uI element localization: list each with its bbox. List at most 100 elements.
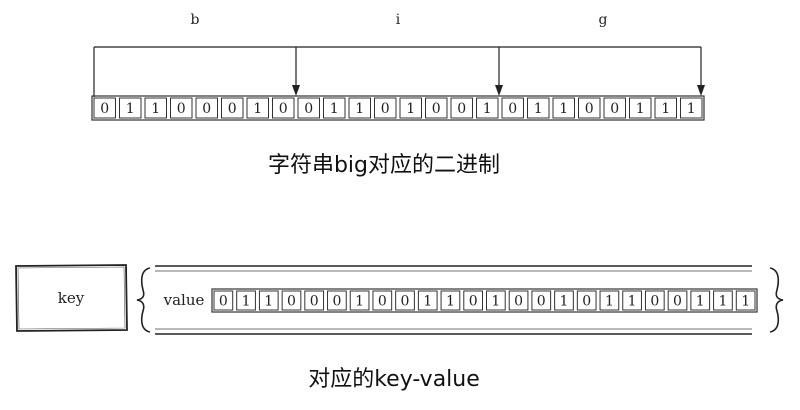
bottom-caption: 对应的key-value bbox=[308, 367, 480, 392]
bit-value: 1 bbox=[741, 294, 750, 310]
bit-cell bbox=[713, 290, 733, 311]
arrow-b-end bbox=[292, 47, 300, 96]
bit-cell bbox=[578, 97, 601, 119]
bit-value: 1 bbox=[483, 101, 492, 117]
bit-cell bbox=[374, 97, 397, 119]
bit-cell bbox=[440, 290, 461, 311]
bottom-bit-strip-frame bbox=[211, 288, 758, 313]
bit-cell bbox=[221, 97, 244, 119]
bit-value: 1 bbox=[355, 294, 364, 310]
bit-value: 0 bbox=[469, 294, 478, 310]
bit-cell bbox=[425, 97, 448, 119]
key-box bbox=[15, 264, 128, 332]
bit-value: 1 bbox=[330, 101, 339, 117]
bit-value: 0 bbox=[514, 294, 523, 310]
bit-value: 0 bbox=[537, 294, 546, 310]
value-label: value bbox=[163, 291, 205, 309]
letter-b-label: b bbox=[191, 12, 200, 28]
bit-cell bbox=[281, 290, 302, 311]
bit-value: 0 bbox=[673, 294, 682, 310]
bit-value: 0 bbox=[304, 101, 313, 117]
key-label: key bbox=[58, 289, 85, 307]
bit-value: 0 bbox=[610, 101, 619, 117]
bit-cell bbox=[531, 290, 552, 311]
bit-value: 0 bbox=[219, 294, 228, 310]
bit-cell bbox=[323, 97, 346, 119]
bit-value: 1 bbox=[605, 294, 614, 310]
bit-cell bbox=[246, 97, 269, 119]
bit-cell bbox=[680, 97, 703, 119]
key-box-shadow-stroke bbox=[17, 266, 126, 330]
bit-cell bbox=[349, 290, 370, 311]
bit-value: 0 bbox=[279, 101, 288, 117]
bit-value: 1 bbox=[406, 101, 415, 117]
bit-value: 0 bbox=[582, 294, 591, 310]
bit-value: 0 bbox=[202, 101, 211, 117]
right-brace bbox=[769, 267, 784, 333]
bit-cell bbox=[654, 97, 677, 119]
bit-cell bbox=[476, 97, 499, 119]
bit-cell bbox=[399, 97, 422, 119]
bit-value: 0 bbox=[401, 294, 410, 310]
bit-cell bbox=[304, 290, 325, 311]
bit-cell bbox=[667, 290, 688, 311]
bit-value: 1 bbox=[534, 101, 543, 117]
bit-cell bbox=[629, 97, 652, 119]
left-brace bbox=[136, 267, 151, 333]
bit-cell bbox=[213, 290, 234, 311]
bit-value: 0 bbox=[585, 101, 594, 117]
bit-value: 1 bbox=[661, 101, 670, 117]
bit-value: 1 bbox=[687, 101, 696, 117]
bit-value: 1 bbox=[242, 294, 251, 310]
bit-value: 0 bbox=[177, 101, 186, 117]
bit-value: 1 bbox=[151, 101, 160, 117]
bit-cell bbox=[144, 97, 167, 119]
bit-cell bbox=[417, 290, 438, 311]
bit-cell bbox=[195, 97, 218, 119]
bit-value: 1 bbox=[355, 101, 364, 117]
bit-cell bbox=[552, 97, 575, 119]
bit-cell bbox=[372, 290, 393, 311]
bit-value: 0 bbox=[310, 294, 319, 310]
bit-value: 0 bbox=[650, 294, 659, 310]
bit-cell bbox=[258, 290, 279, 311]
arrow-i-end bbox=[495, 47, 503, 96]
bit-value: 0 bbox=[432, 101, 441, 117]
bit-cell bbox=[576, 290, 597, 311]
bit-cell bbox=[735, 290, 756, 311]
bit-cell bbox=[297, 97, 320, 119]
bit-cell bbox=[170, 97, 193, 119]
bit-value: 0 bbox=[457, 101, 466, 117]
letter-i-label: i bbox=[396, 12, 401, 28]
bit-value: 1 bbox=[559, 101, 568, 117]
bit-value: 1 bbox=[126, 101, 135, 117]
bit-cell bbox=[486, 290, 506, 311]
bit-cell bbox=[348, 97, 371, 119]
bit-cell bbox=[327, 290, 347, 311]
bit-value: 0 bbox=[332, 294, 341, 310]
bit-value: 1 bbox=[423, 294, 432, 310]
bit-cell bbox=[463, 290, 484, 311]
bit-value: 1 bbox=[718, 294, 727, 310]
bit-cell bbox=[599, 290, 620, 311]
top-bit-strip-frame bbox=[91, 95, 705, 121]
bit-value: 1 bbox=[446, 294, 455, 310]
letter-g-label: g bbox=[599, 12, 608, 28]
arrow-g-end bbox=[697, 47, 705, 96]
bit-cell bbox=[119, 97, 142, 119]
bit-cell bbox=[272, 97, 295, 119]
bit-cell bbox=[603, 97, 626, 119]
bit-cell bbox=[644, 290, 665, 311]
bit-value: 1 bbox=[628, 294, 637, 310]
bit-cell bbox=[508, 290, 529, 311]
bit-value: 1 bbox=[253, 101, 262, 117]
bit-value: 0 bbox=[100, 101, 109, 117]
bit-value: 1 bbox=[560, 294, 569, 310]
bit-cell bbox=[236, 290, 256, 311]
bit-cell bbox=[395, 290, 415, 311]
top-caption: 字符串big对应的二进制 bbox=[268, 153, 500, 178]
